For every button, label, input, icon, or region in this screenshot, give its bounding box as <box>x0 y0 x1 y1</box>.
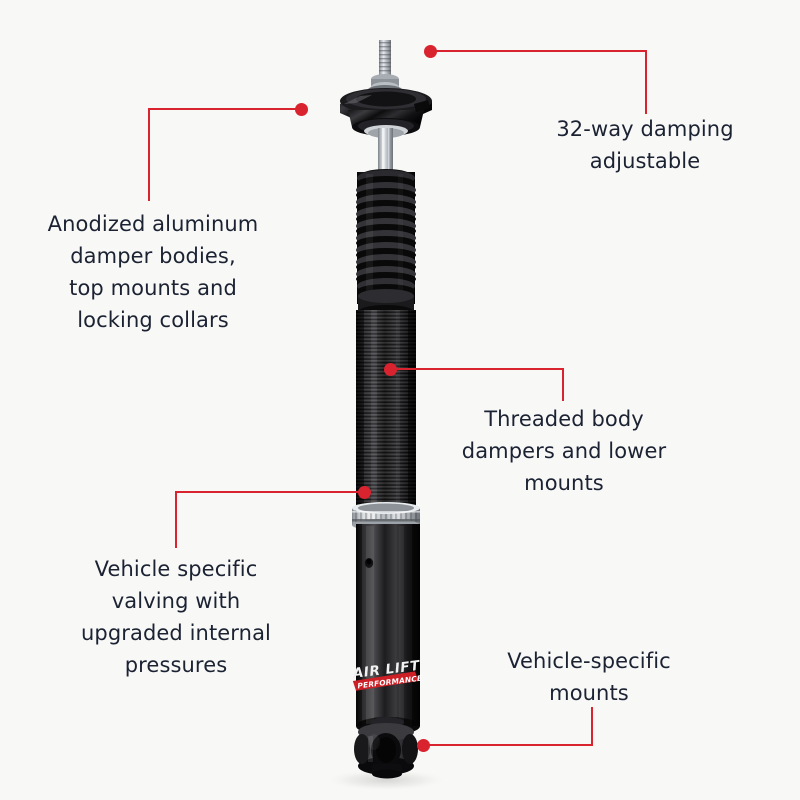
callout-line-v-threaded-body <box>562 368 564 401</box>
lower-damper-body: AIR LIFT PERFORMANCE <box>351 524 423 735</box>
callout-line-h-damping-adjustable <box>430 50 647 52</box>
threaded-damper-body <box>356 310 416 510</box>
callout-line-h-anodized-aluminum <box>148 108 301 110</box>
callout-dot-anodized-aluminum[interactable] <box>295 103 308 116</box>
callout-label-threaded-body: Threaded body dampers and lower mounts <box>461 407 667 495</box>
lower-bushing-mount <box>354 717 418 779</box>
callout-line-h-vehicle-specific-valving <box>175 491 364 493</box>
callout-label-anodized-aluminum: Anodized aluminum damper bodies, top mou… <box>47 212 259 332</box>
dust-boot-bellows <box>356 169 416 319</box>
callout-line-v-damping-adjustable <box>645 50 647 114</box>
callout-label-vehicle-specific-valving: Vehicle specific valving with upgraded i… <box>80 557 271 677</box>
callout-line-h-threaded-body <box>390 368 563 370</box>
callout-line-v-vehicle-specific-valving <box>175 491 177 548</box>
callout-line-v-anodized-aluminum <box>148 108 150 201</box>
callout-dot-vehicle-specific-valving[interactable] <box>358 486 371 499</box>
callout-label-vehicle-specific-mounts: Vehicle-specific mounts <box>507 649 671 705</box>
callout-line-h-vehicle-specific-mounts <box>423 744 593 746</box>
callout-label-damping-adjustable: 32-way damping adjustable <box>556 117 734 173</box>
callout-line-v-vehicle-specific-mounts <box>591 707 593 745</box>
damper-shaft <box>378 128 393 178</box>
top-mount-plate <box>340 88 432 138</box>
